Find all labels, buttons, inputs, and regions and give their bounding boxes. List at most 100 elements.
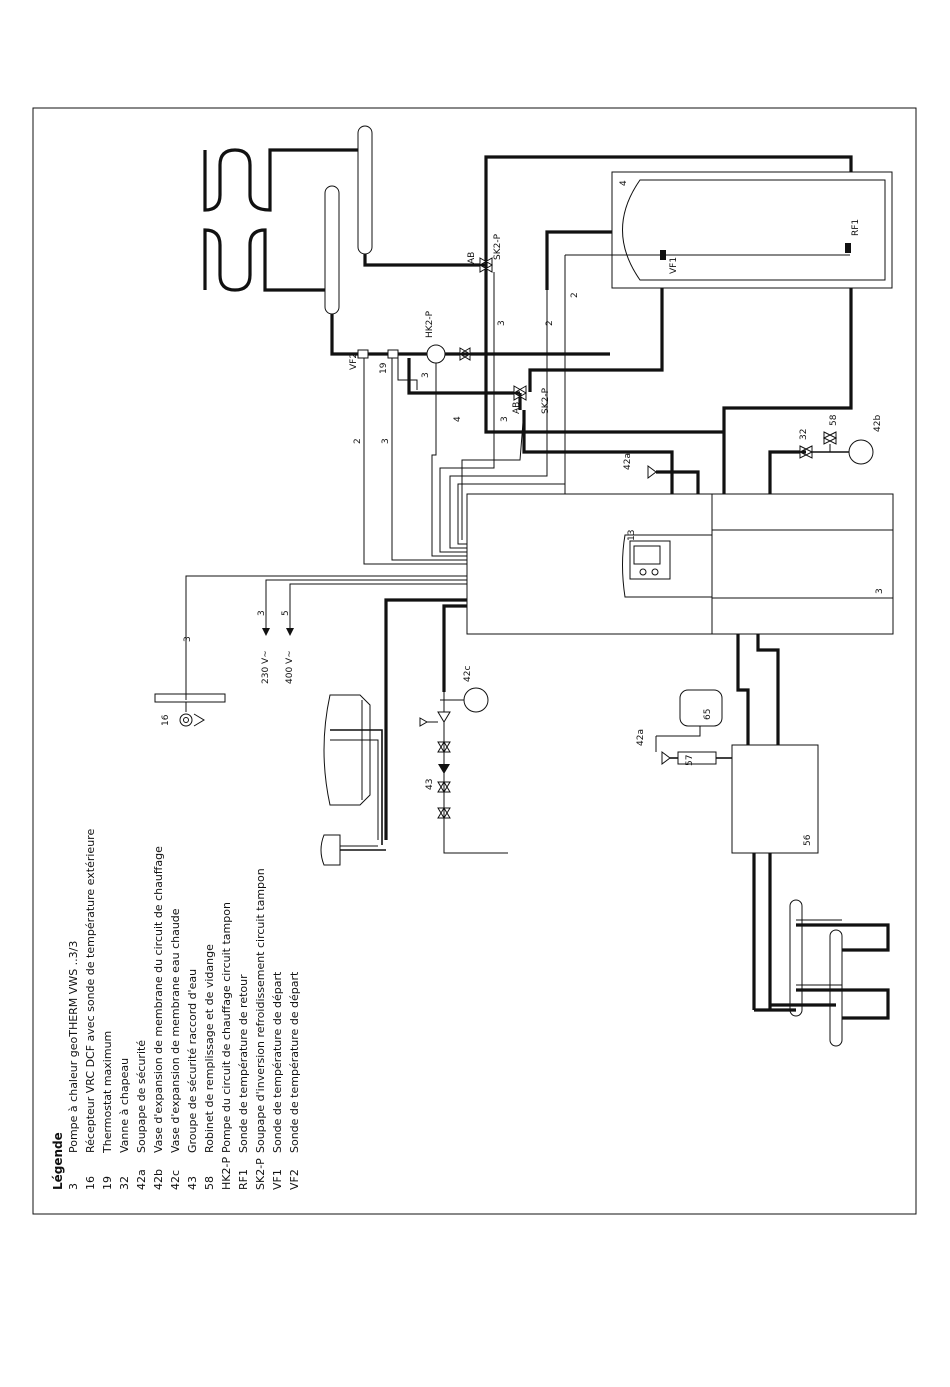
- unit-42a-top-label: 42a: [623, 453, 633, 470]
- hk2p-mixing-valve: [459, 347, 471, 361]
- power-supply: 230 V~ 400 V~ 3 5 3: [183, 575, 467, 700]
- heat-pump-unit: 3 13: [466, 493, 894, 635]
- legend-code: 19: [101, 1176, 114, 1190]
- legend-text: Sonde de température de départ: [288, 971, 301, 1153]
- legend-text: Pompe à chaleur geoTHERM VWS ..3/3: [67, 941, 80, 1153]
- brine-container-65: [679, 689, 723, 727]
- manifold-upper: [357, 125, 373, 255]
- legend-text: Thermostat maximum: [101, 1031, 114, 1154]
- wire-230-label: 3: [257, 610, 267, 616]
- fill-drain-valve-58: [822, 431, 838, 445]
- legend: Légende 3 Pompe à chaleur geoTHERM VWS .…: [51, 829, 301, 1190]
- legend-title: Légende: [51, 1132, 65, 1190]
- legend-text: Vanne à chapeau: [118, 1058, 131, 1153]
- safety-devices-heating: 42a 32 58 42b: [623, 414, 883, 494]
- legend-code: 42a: [135, 1169, 148, 1190]
- ab-mid-label: AB: [512, 402, 522, 414]
- legend-code: 16: [84, 1176, 97, 1190]
- legend-text: Vase d'expansion de membrane du circuit …: [152, 846, 165, 1153]
- ab-top-label: AB: [467, 252, 477, 264]
- vf2-label: VF2: [349, 353, 359, 370]
- main-piping: AB SK2-P AB SK2-P: [467, 155, 853, 494]
- rf1-sensor: [845, 243, 851, 253]
- legend-text: Robinet de remplissage et de vidange: [203, 944, 216, 1153]
- hk2p-pump: [426, 344, 446, 364]
- sink: [320, 834, 341, 866]
- vf1-label: VF1: [669, 257, 679, 274]
- unit-42c-label: 42c: [463, 666, 473, 682]
- sk2p-mid-label: SK2-P: [541, 387, 551, 414]
- wire-3c-label: 3: [497, 320, 507, 326]
- legend-code: 42b: [152, 1169, 165, 1190]
- legend-text: Récepteur VRC DCF avec sonde de températ…: [84, 829, 97, 1153]
- brine-tank-57: [677, 751, 717, 765]
- sk2p-valve-top: [479, 257, 493, 273]
- legend-code: VF1: [271, 1169, 284, 1190]
- unit-13-label: 13: [627, 530, 637, 541]
- voltage-400-label: 400 V~: [285, 650, 295, 684]
- unit-57-label: 57: [685, 755, 695, 766]
- brine-manifold-2: [829, 929, 843, 1047]
- floor-coil-2: [203, 228, 330, 292]
- legend-code: 42c: [169, 1170, 182, 1190]
- unit-65-label: 65: [703, 709, 713, 720]
- legend-code: SK2-P: [254, 1158, 267, 1190]
- legend-code: 43: [186, 1176, 199, 1190]
- unit-58-label: 58: [829, 414, 839, 426]
- legend-text: Soupape d'inversion refroidissement circ…: [254, 868, 267, 1153]
- wire-3d-label: 3: [500, 416, 510, 422]
- outdoor-sensor-receiver: 16: [154, 693, 226, 727]
- legend-text: Sonde de température de retour: [237, 974, 250, 1153]
- wire-400-label: 5: [281, 610, 291, 616]
- legend-code: 32: [118, 1176, 131, 1190]
- legend-code: HK2-P: [220, 1157, 233, 1190]
- legend-code: 58: [203, 1176, 216, 1190]
- cap-valve-32: [798, 445, 814, 459]
- legend-text: Sonde de température de départ: [271, 971, 284, 1153]
- unit-42a-bottom-label: 42a: [636, 729, 646, 746]
- wire-2b-label: 2: [545, 320, 555, 326]
- expansion-vessel-42c: [463, 687, 489, 713]
- vf1-sensor: [660, 250, 666, 260]
- control-panel-display: [629, 540, 671, 580]
- safety-valve-42a-top: [647, 465, 657, 479]
- heating-circuit: VF2 19 HK2-P 3: [203, 125, 610, 395]
- sk2p-top-label: SK2-P: [493, 233, 503, 260]
- unit-42b-label: 42b: [873, 415, 883, 432]
- cold-water-supply: 42c 43: [384, 598, 508, 854]
- brine-circuit: 57 65 56 42a: [636, 634, 890, 1047]
- bathtub: [323, 694, 371, 806]
- rf1-label: RF1: [851, 219, 861, 236]
- unit-56-label: 56: [803, 834, 813, 846]
- legend-code: RF1: [237, 1169, 250, 1190]
- wire-sensor-label: 3: [183, 636, 193, 642]
- brine-manifold-1: [789, 899, 803, 1017]
- manifold-lower: [324, 185, 340, 315]
- buffer-tank: 4 VF1 RF1: [564, 171, 893, 494]
- wall-mount: [154, 693, 226, 703]
- sk2p-valve-mid: [513, 385, 527, 401]
- brine-module-56: [731, 744, 819, 854]
- legend-text: Groupe de sécurité raccord d'eau: [186, 969, 199, 1153]
- wire-2a-label: 2: [353, 438, 363, 444]
- voltage-230-label: 230 V~: [261, 650, 271, 684]
- wire-3b-label: 3: [381, 438, 391, 444]
- wire-3a-label: 3: [421, 372, 431, 378]
- expansion-vessel-42b: [848, 439, 874, 465]
- legend-text: Vase d'expansion de membrane eau chaude: [169, 908, 182, 1153]
- unit-16-label: 16: [161, 714, 171, 726]
- wire-4-label: 4: [453, 416, 463, 422]
- unit-43-label: 43: [425, 779, 435, 790]
- page-frame: [32, 107, 917, 1215]
- control-wiring: 2 3 4 3 2 2 3: [353, 232, 580, 565]
- unit-4-label: 4: [619, 180, 629, 186]
- legend-text: Pompe du circuit de chauffage circuit ta…: [220, 902, 233, 1153]
- legend-text: Soupape de sécurité: [135, 1040, 148, 1153]
- hot-water-consumers: [320, 694, 386, 866]
- unit-3-label: 3: [875, 588, 885, 594]
- unit-19-label: 19: [379, 362, 389, 374]
- floor-coil-1: [203, 148, 360, 212]
- legend-code: VF2: [288, 1169, 301, 1190]
- legend-code: 3: [67, 1183, 80, 1190]
